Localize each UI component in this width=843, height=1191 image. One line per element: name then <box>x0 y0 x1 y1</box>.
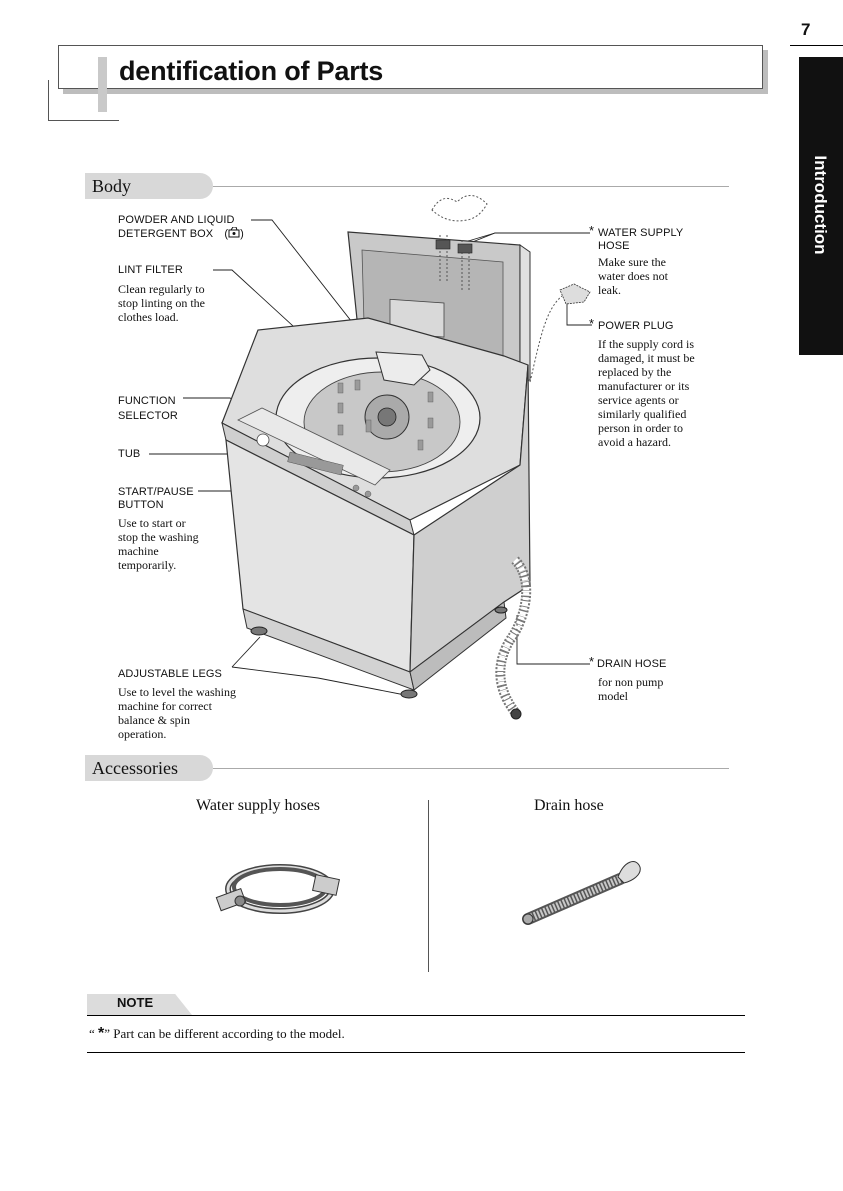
accessory-water-supply-hoses-label: Water supply hoses <box>196 797 321 814</box>
desc-drain-hose: for non pump model <box>598 675 664 703</box>
detergent-box-icon: () <box>224 226 244 240</box>
chapter-side-tab <box>799 57 843 355</box>
page-title: dentification of Parts <box>119 56 384 86</box>
star-power-plug: * <box>589 316 595 331</box>
accessories-divider <box>428 800 429 972</box>
note-rule-top <box>87 1015 745 1016</box>
note-star: * <box>98 1025 105 1042</box>
label-detergent-box: POWDER AND LIQUID DETERGENT BOX () <box>118 214 244 240</box>
desc-water-supply-hose: Make sure the water does not leak. <box>598 255 668 297</box>
title-accent-bar <box>98 57 107 112</box>
label-power-plug: POWER PLUG <box>598 320 674 332</box>
washing-machine-illustration <box>149 195 592 720</box>
label-lint-filter: LINT FILTER <box>118 264 183 276</box>
label-water-supply-hose: WATER SUPPLY HOSE <box>598 227 684 252</box>
star-drain-hose: * <box>589 654 595 669</box>
page-number: 7 <box>801 20 811 39</box>
title-box <box>58 45 763 89</box>
drain-hose-illustration <box>522 861 641 925</box>
note-text: “ *” Part can be different according to … <box>89 1025 345 1042</box>
desc-adjustable-legs: Use to level the washing machine for cor… <box>118 685 236 741</box>
note-rule-bottom <box>87 1052 745 1053</box>
label-tub: TUB <box>118 448 141 460</box>
note-label: NOTE <box>117 995 154 1010</box>
desc-start-pause-button: Use to start or stop the washing machine… <box>118 516 199 572</box>
desc-lint-filter: Clean regularly to stop linting on the c… <box>118 282 205 324</box>
water-supply-hoses-illustration <box>215 864 340 914</box>
desc-power-plug: If the supply cord is damaged, it must b… <box>598 337 695 449</box>
accessory-drain-hose-label: Drain hose <box>534 797 604 814</box>
label-start-pause-button: START/PAUSE BUTTON <box>118 486 194 511</box>
section-heading-body: Body <box>85 173 213 199</box>
star-water-supply-hose: * <box>589 223 595 238</box>
label-function-selector: FUNCTION SELECTOR <box>118 395 178 422</box>
label-adjustable-legs: ADJUSTABLE LEGS <box>118 668 222 680</box>
label-drain-hose: DRAIN HOSE <box>597 658 667 670</box>
section-rule-body <box>213 186 729 187</box>
section-heading-accessories: Accessories <box>85 755 213 781</box>
title-frame-corner <box>48 80 119 121</box>
section-rule-accessories <box>213 768 729 769</box>
note-tab <box>87 994 192 1015</box>
page-number-rule <box>790 45 843 46</box>
